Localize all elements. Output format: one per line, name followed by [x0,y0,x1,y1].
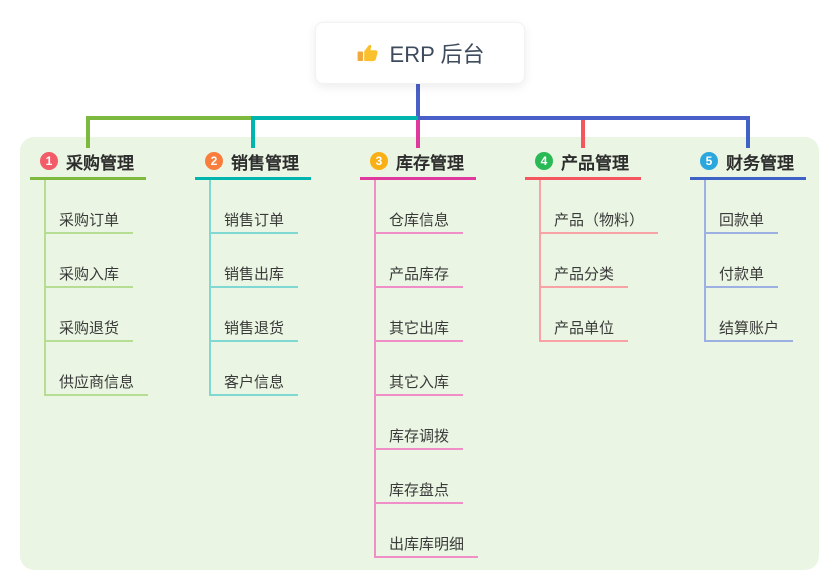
child-item-label: 库存盘点 [389,482,450,499]
child-item-label: 产品库存 [389,266,450,283]
branch-children-product: 产品（物料） 产品分类产品单位 [539,180,659,342]
child-item[interactable]: 产品库存 [376,234,464,288]
child-item[interactable]: 库存盘点 [376,450,464,504]
branch-inventory-management: 3 库存管理 仓库信息产品库存其它出库其它入库库存调拨库存盘点出库库明细 [360,148,479,558]
child-item-label: 其它出库 [389,320,450,337]
branch-children-inventory: 仓库信息产品库存其它出库其它入库库存调拨库存盘点出库库明细 [374,180,479,558]
child-item[interactable]: 供应商信息 [46,342,149,396]
child-item-label: 回款单 [719,212,765,229]
branch-sales-management: 2 销售管理 销售订单销售出库销售退货客户信息 [195,148,311,396]
connector-drop-branch1 [86,116,90,148]
child-item[interactable]: 客户信息 [211,342,299,396]
child-item-label: 产品单位 [554,320,615,337]
child-item[interactable]: 付款单 [706,234,779,288]
thumbs-up-icon [356,41,380,65]
child-item-label: 出库库明细 [389,536,465,553]
branch-children-purchase: 采购订单采购入库采购退货供应商信息 [44,180,149,396]
child-item[interactable]: 出库库明细 [376,504,479,558]
branch-finance-management: 5 财务管理 回款单付款单结算账户 [690,148,806,342]
branch-header-product[interactable]: 4 产品管理 [525,148,641,180]
child-item-label: 采购入库 [59,266,120,283]
connector-horizontal-green [86,116,255,120]
child-item-label: 销售退货 [224,320,285,337]
child-item[interactable]: 采购订单 [46,180,134,234]
child-item-label: 库存调拨 [389,428,450,445]
connector-horizontal-teal [251,116,418,120]
child-item[interactable]: 采购退货 [46,288,134,342]
branch-label: 采购管理 [66,153,134,173]
connector-drop-branch2 [251,116,255,148]
child-item-label: 产品分类 [554,266,615,283]
root-title: ERP 后台 [389,42,485,67]
child-item-label: 供应商信息 [59,374,135,391]
branch-children-sales: 销售订单销售出库销售退货客户信息 [209,180,299,396]
branch-label: 产品管理 [561,153,629,173]
child-item-label: 销售订单 [224,212,285,229]
branch-product-management: 4 产品管理 产品（物料） 产品分类产品单位 [525,148,659,342]
branch-number-badge: 3 [370,152,388,170]
child-item-label: 付款单 [719,266,765,283]
child-item-label: 结算账户 [719,320,780,337]
connector-drop-branch5 [746,116,750,148]
branch-header-purchase[interactable]: 1 采购管理 [30,148,146,180]
root-node[interactable]: ERP 后台 [315,22,525,84]
child-item[interactable]: 库存调拨 [376,396,464,450]
child-item[interactable]: 仓库信息 [376,180,464,234]
child-item-label: 其它入库 [389,374,450,391]
child-item[interactable]: 产品单位 [541,288,629,342]
connector-root-vertical [416,82,420,120]
child-item[interactable]: 销售出库 [211,234,299,288]
child-item[interactable]: 回款单 [706,180,779,234]
child-item-label: 销售出库 [224,266,285,283]
connector-drop-branch3 [416,120,420,148]
child-item[interactable]: 其它出库 [376,288,464,342]
branch-label: 销售管理 [231,153,299,173]
child-item-label: 产品（物料） [554,212,645,229]
connector-drop-branch4 [581,116,585,148]
child-item-label: 仓库信息 [389,212,450,229]
mindmap-panel [20,137,819,570]
branch-purchase-management: 1 采购管理 采购订单采购入库采购退货供应商信息 [30,148,149,396]
branch-number-badge: 1 [40,152,58,170]
child-item[interactable]: 产品（物料） [541,180,659,234]
branch-header-finance[interactable]: 5 财务管理 [690,148,806,180]
branch-label: 财务管理 [726,153,794,173]
child-item-label: 采购退货 [59,320,120,337]
child-item[interactable]: 结算账户 [706,288,794,342]
branch-header-inventory[interactable]: 3 库存管理 [360,148,476,180]
branch-children-finance: 回款单付款单结算账户 [704,180,794,342]
child-item-label: 采购订单 [59,212,120,229]
child-item-label: 客户信息 [224,374,285,391]
connector-horizontal-blue [418,116,750,120]
branch-number-badge: 4 [535,152,553,170]
child-item[interactable]: 销售订单 [211,180,299,234]
child-item[interactable]: 其它入库 [376,342,464,396]
child-item[interactable]: 销售退货 [211,288,299,342]
child-item[interactable]: 采购入库 [46,234,134,288]
branch-number-badge: 5 [700,152,718,170]
branch-label: 库存管理 [396,153,464,173]
branch-header-sales[interactable]: 2 销售管理 [195,148,311,180]
child-item[interactable]: 产品分类 [541,234,629,288]
branch-number-badge: 2 [205,152,223,170]
